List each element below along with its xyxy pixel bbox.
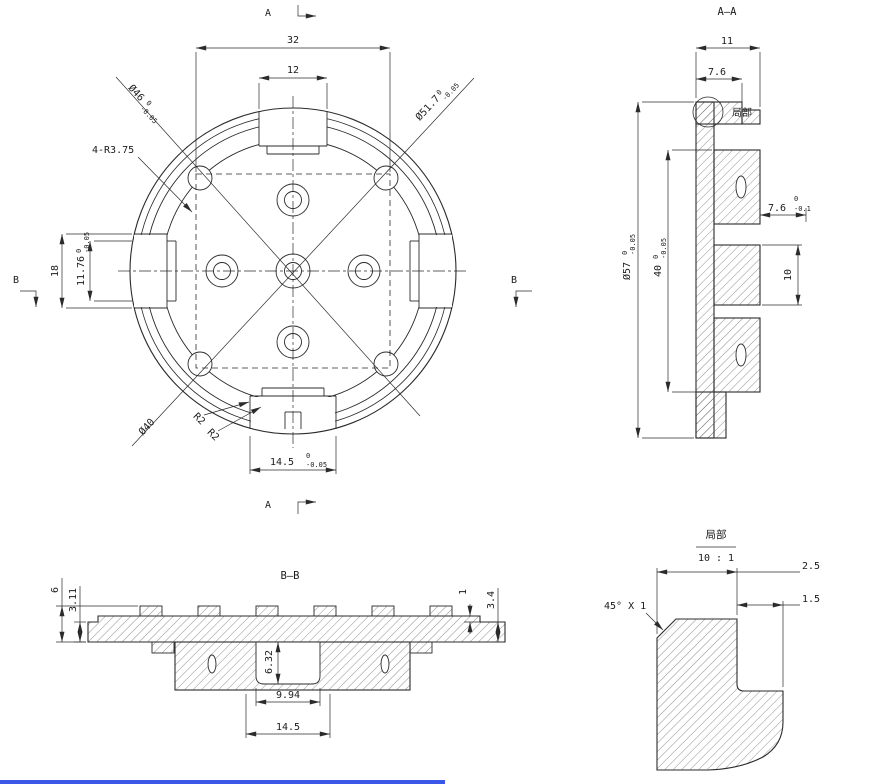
dia-40-label: Ø40 [136, 416, 157, 437]
front-view: 32 12 Ø46 0 -0.05 Ø51.7 0 -0.05 4-R3.75 [13, 5, 532, 514]
front-bolt-holes [205, 183, 381, 359]
svg-text:1: 1 [458, 589, 469, 595]
svg-text:18: 18 [50, 265, 61, 277]
dim-12-label: 12 [287, 65, 299, 76]
dia-46-label: Ø46 0 -0.05 [126, 82, 159, 126]
dim-3-4-label: 3.4 [486, 591, 497, 609]
dim-6-32-label: 6.32 [264, 650, 275, 674]
svg-text:11.76: 11.76 [76, 256, 87, 286]
section-bb-profile [87, 605, 506, 691]
svg-text:Ø51.7: Ø51.7 [413, 93, 442, 123]
dia-57-label: Ø57 0 -0.05 [621, 234, 637, 280]
dim-32-label: 32 [287, 35, 299, 46]
dim-10-label: 10 [783, 269, 794, 281]
svg-text:0: 0 [621, 251, 629, 255]
dim-7-6-top-label: 7.6 [708, 67, 726, 78]
section-aa-title: A—A [718, 6, 738, 18]
dim-18-label: 18 [50, 265, 61, 277]
svg-text:Ø46: Ø46 [126, 82, 147, 103]
dim-14-5-bb-label: 14.5 [276, 722, 300, 733]
marker-a-top-label: A [265, 8, 271, 19]
section-cut-markers: A A B B [13, 5, 532, 514]
front-dashed-square [195, 173, 391, 369]
section-bb-view: B—B 6 [50, 570, 506, 738]
svg-text:Ø40: Ø40 [136, 416, 157, 437]
detail-callout-circle [692, 96, 724, 128]
dim-11-76-label: 11.76 0 -0.05 [75, 232, 91, 286]
svg-text:40: 40 [653, 265, 664, 277]
r2-label-1: R2 [191, 411, 207, 427]
dim-14-5-tol-hi: 0 [306, 452, 310, 460]
svg-text:-0.05: -0.05 [660, 238, 668, 259]
section-bb-title: B—B [281, 570, 300, 582]
svg-text:0: 0 [435, 88, 444, 97]
svg-text:R2: R2 [191, 411, 207, 427]
dim-9-94-label: 9.94 [276, 690, 300, 701]
front-corner-fillet-notches [187, 165, 399, 377]
svg-text:-0.05: -0.05 [138, 105, 158, 126]
section-aa-view: A—A 局部 11 7.6 [621, 6, 811, 439]
front-centerlines [118, 96, 468, 448]
dim-7-6-right-tol-hi: 0 [794, 195, 798, 203]
svg-text:3.11: 3.11 [68, 588, 79, 612]
dim-3-11-label: 3.11 [68, 588, 79, 612]
detail-title: 局部 [706, 528, 727, 541]
svg-text:-0.05: -0.05 [441, 81, 461, 102]
bottom-accent-bar [0, 780, 445, 784]
dim-11-label: 11 [721, 36, 733, 47]
marker-a-bottom-label: A [265, 500, 271, 511]
dim-1-label: 1 [458, 589, 469, 595]
dim-40-label: 40 0 -0.05 [652, 238, 668, 277]
section-bb-dimensions: 6 3.11 1 3.4 [50, 578, 503, 738]
svg-text:0: 0 [75, 249, 83, 253]
svg-text:10: 10 [783, 269, 794, 281]
svg-text:Ø57: Ø57 [621, 262, 633, 280]
section-aa-profile [695, 101, 761, 439]
dim-2-5-label: 2.5 [802, 561, 820, 572]
chamfer-note-label: 45° X 1 [604, 601, 646, 612]
svg-text:0: 0 [652, 255, 660, 259]
svg-text:R2: R2 [205, 427, 221, 443]
svg-text:-0.05: -0.05 [629, 234, 637, 255]
dim-14-5-tol-lo: -0.05 [306, 461, 327, 469]
detail-callout-label: 局部 [732, 106, 752, 119]
svg-text:6: 6 [50, 587, 61, 593]
dim-14-5-label: 14.5 [270, 457, 294, 468]
dim-7-6-right-label: 7.6 [768, 203, 786, 214]
detail-dimensions: 2.5 1.5 45° X 1 [604, 561, 820, 687]
front-diagonal-leaders [115, 76, 475, 447]
svg-text:3.4: 3.4 [486, 591, 497, 609]
detail-view: 局部 10 : 1 2.5 1.5 45° X 1 [604, 528, 820, 771]
detail-profile [656, 618, 784, 771]
dim-7-6-right-tol-lo: -0.1 [794, 205, 811, 213]
dia-51-7-label: Ø51.7 0 -0.05 [413, 81, 461, 123]
svg-text:6.32: 6.32 [264, 650, 275, 674]
fillet-note-label: 4-R3.75 [92, 145, 134, 156]
r2-label-2: R2 [205, 427, 221, 443]
svg-text:0: 0 [144, 99, 153, 108]
marker-b-left-label: B [13, 275, 19, 286]
section-aa-dimensions: 11 7.6 Ø57 0 -0.05 40 0 -0.05 [621, 36, 811, 439]
detail-scale: 10 : 1 [698, 553, 734, 564]
dim-6-label: 6 [50, 587, 61, 593]
dim-1-5-label: 1.5 [802, 594, 820, 605]
marker-b-right-label: B [511, 275, 517, 286]
svg-text:-0.05: -0.05 [83, 232, 91, 253]
